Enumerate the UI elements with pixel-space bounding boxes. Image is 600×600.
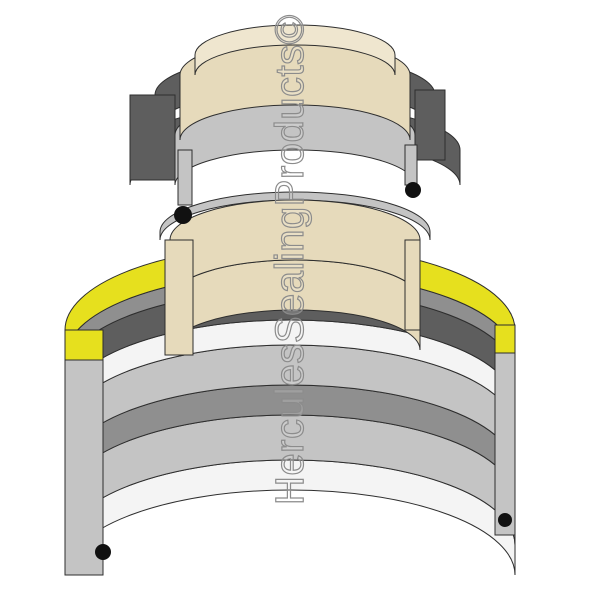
- middle-bushing: [159, 191, 431, 356]
- left-cut-face: [64, 329, 104, 576]
- middle-right-cut: [404, 239, 421, 331]
- upper-left-stem: [177, 149, 193, 206]
- upper-right-stem: [404, 144, 418, 186]
- left-cut-face-yellow: [64, 329, 104, 361]
- o-ring-upper-right: [405, 182, 421, 198]
- o-ring-lower-right: [498, 513, 512, 527]
- upper-right-cut: [414, 89, 446, 161]
- right-cut-face: [494, 324, 516, 536]
- watermark-text: HerculesSealingProducts©: [268, 14, 312, 505]
- right-cut-face-yellow: [494, 324, 516, 354]
- upper-left-cut: [129, 94, 176, 181]
- upper-gland: [129, 24, 461, 206]
- upper-beige-lip: [194, 24, 396, 76]
- middle-flange: [159, 191, 431, 241]
- middle-left-cut: [164, 239, 194, 356]
- o-ring-upper-left: [174, 206, 192, 224]
- o-rings: [95, 182, 512, 560]
- o-ring-lower-left: [95, 544, 111, 560]
